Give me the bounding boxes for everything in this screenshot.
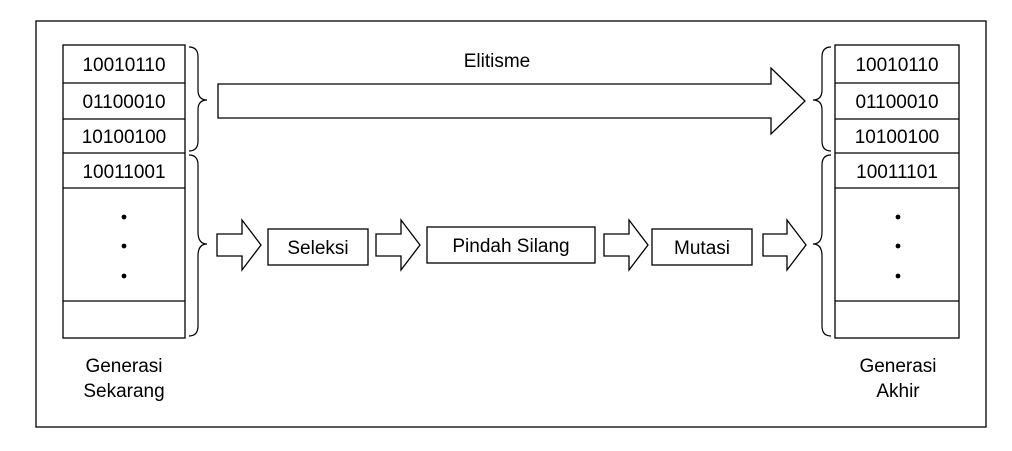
right-rest-brace xyxy=(812,154,832,337)
elitism-flow: Elitisme xyxy=(217,51,806,136)
ellipsis-dot xyxy=(895,214,901,220)
left-caption-line-2: Sekarang xyxy=(83,381,164,402)
left-chromosome-4: 10011001 xyxy=(82,162,165,183)
step-mutation-label: Mutasi xyxy=(674,238,730,259)
elitism-label: Elitisme xyxy=(464,51,531,72)
ellipsis-dot xyxy=(895,273,901,279)
left-chromosome-2: 01100010 xyxy=(82,92,165,113)
right-caption-line-1: Generasi xyxy=(859,356,936,377)
ellipsis-dot xyxy=(121,214,127,220)
right-chromosome-4: 10011101 xyxy=(856,162,938,183)
left-population: 10010110 01100010 10100100 10011001 Gene… xyxy=(62,44,208,402)
right-chromosome-3: 10100100 xyxy=(855,127,940,148)
flow-arrow xyxy=(216,218,262,272)
right-chromosome-2: 01100010 xyxy=(855,92,938,113)
right-elite-brace xyxy=(812,46,832,152)
left-elite-brace xyxy=(188,46,208,152)
ellipsis-dot xyxy=(895,243,901,249)
step-mutation-box xyxy=(651,228,753,266)
right-population-box xyxy=(834,44,960,339)
left-chromosome-1: 10010110 xyxy=(82,55,165,76)
step-crossover-label: Pindah Silang xyxy=(452,236,569,257)
flow-arrow xyxy=(375,218,421,272)
ellipsis-dot xyxy=(121,273,127,279)
left-caption-line-1: Generasi xyxy=(85,356,162,377)
flow-arrow xyxy=(603,218,649,272)
right-caption-line-2: Akhir xyxy=(876,381,920,402)
step-selection-label: Seleksi xyxy=(287,238,348,259)
step-selection-box xyxy=(267,228,369,266)
ellipsis-dot xyxy=(121,243,127,249)
right-chromosome-1: 10010110 xyxy=(855,55,938,76)
flow-arrow xyxy=(762,218,807,272)
right-population: 10010110 01100010 10100100 10011101 Gene… xyxy=(812,44,960,402)
left-population-box xyxy=(62,44,186,339)
elitism-arrow xyxy=(217,66,806,136)
outer-frame xyxy=(35,20,987,428)
left-rest-brace xyxy=(188,154,208,337)
step-crossover-box xyxy=(426,226,596,264)
process-chain: Seleksi Pindah Silang Mutasi xyxy=(216,218,807,272)
left-chromosome-3: 10100100 xyxy=(82,127,167,148)
